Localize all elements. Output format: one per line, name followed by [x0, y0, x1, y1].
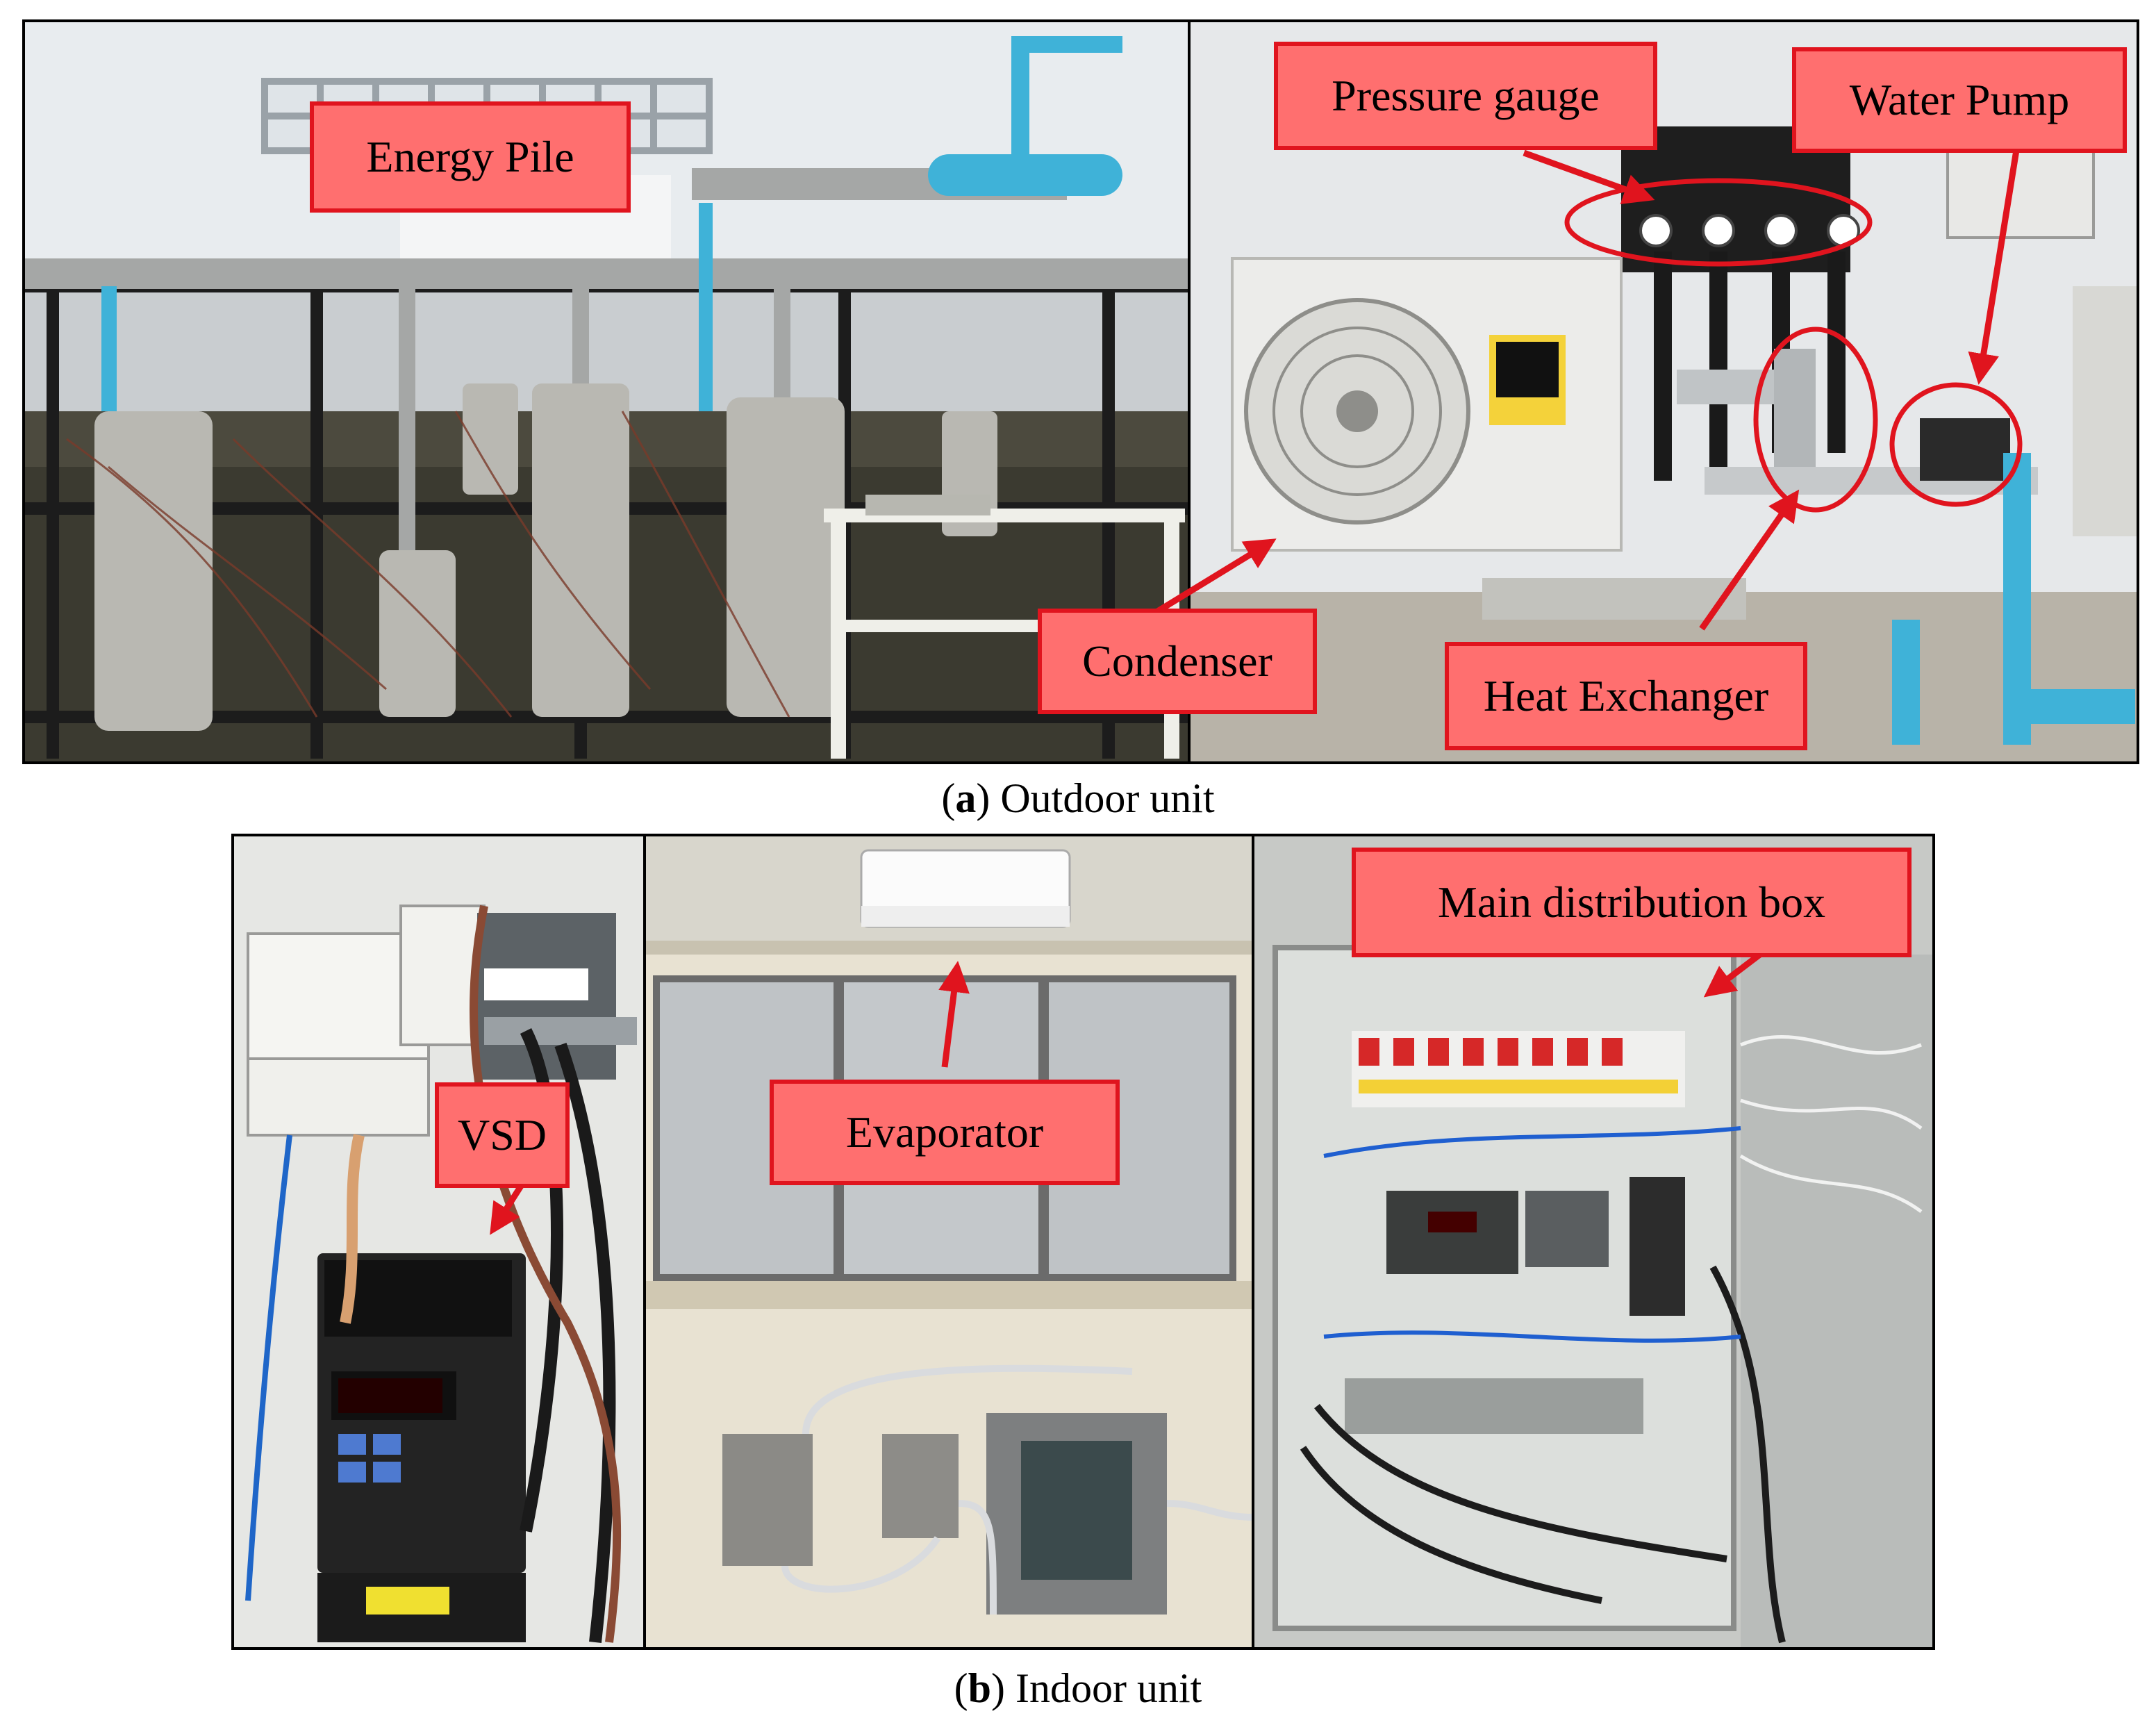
caption-a-text: Outdoor unit — [990, 775, 1215, 821]
energy-pile-scene — [25, 22, 1192, 761]
photo-evaporator — [643, 834, 1257, 1650]
label-heat-exchanger: Heat Exchanger — [1445, 642, 1807, 750]
caption-a-letter: a — [955, 775, 977, 821]
label-condenser: Condenser — [1038, 609, 1317, 714]
label-water-pump: Water Pump — [1792, 47, 2127, 153]
label-pressure-gauge: Pressure gauge — [1274, 42, 1657, 150]
photo-energy-pile — [22, 19, 1195, 764]
label-main-distribution-box: Main distribution box — [1352, 848, 1912, 957]
distribution-box-scene — [1254, 836, 1932, 1647]
label-energy-pile: Energy Pile — [310, 101, 631, 213]
caption-a: (a) Outdoor unit — [941, 775, 1215, 821]
caption-b: (b) Indoor unit — [954, 1665, 1202, 1711]
caption-b-letter: b — [968, 1665, 992, 1711]
label-vsd: VSD — [435, 1082, 570, 1188]
caption-b-text: Indoor unit — [1005, 1665, 1202, 1711]
photo-vsd — [231, 834, 651, 1650]
photo-distribution-box — [1252, 834, 1935, 1650]
vsd-scene — [234, 836, 648, 1647]
evaporator-scene — [646, 836, 1254, 1647]
label-evaporator: Evaporator — [770, 1080, 1120, 1185]
